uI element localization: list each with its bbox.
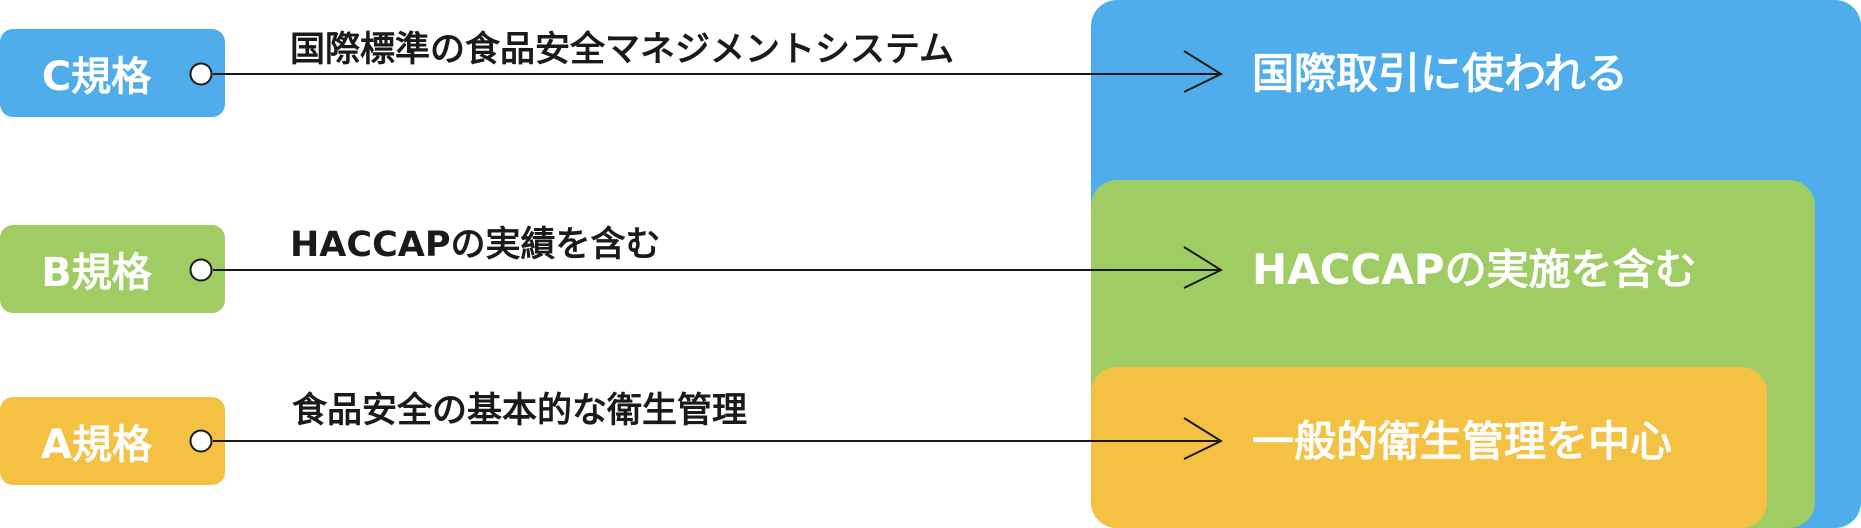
panel-text-c: 国際取引に使われる — [1252, 49, 1628, 98]
connector-b — [189, 246, 1224, 289]
panel-text-a: 一般的衛生管理を中心 — [1252, 417, 1673, 466]
badge-c-standard: C規格 — [0, 29, 225, 117]
description-c: 国際標準の食品安全マネジメントシステム — [290, 30, 954, 70]
badge-label: A規格 — [41, 422, 152, 468]
arrowhead-icon — [1183, 417, 1224, 460]
description-b: HACCAPの実績を含む — [290, 225, 661, 265]
badge-label: B規格 — [41, 250, 152, 296]
connector-start-dot — [189, 258, 213, 282]
badge-label: C規格 — [41, 54, 152, 100]
arrowhead-icon — [1183, 246, 1224, 289]
connector-start-dot — [189, 429, 213, 453]
panel-text-b: HACCAPの実施を含む — [1252, 245, 1697, 294]
badge-a-standard: A規格 — [0, 397, 225, 485]
connector-start-dot — [189, 62, 213, 86]
description-a: 食品安全の基本的な衛生管理 — [292, 391, 748, 431]
connector-a — [189, 417, 1224, 460]
connector-c — [189, 50, 1224, 93]
arrowhead-icon — [1183, 50, 1224, 93]
badge-b-standard: B規格 — [0, 225, 225, 313]
tier-panel-a — [1091, 367, 1767, 528]
